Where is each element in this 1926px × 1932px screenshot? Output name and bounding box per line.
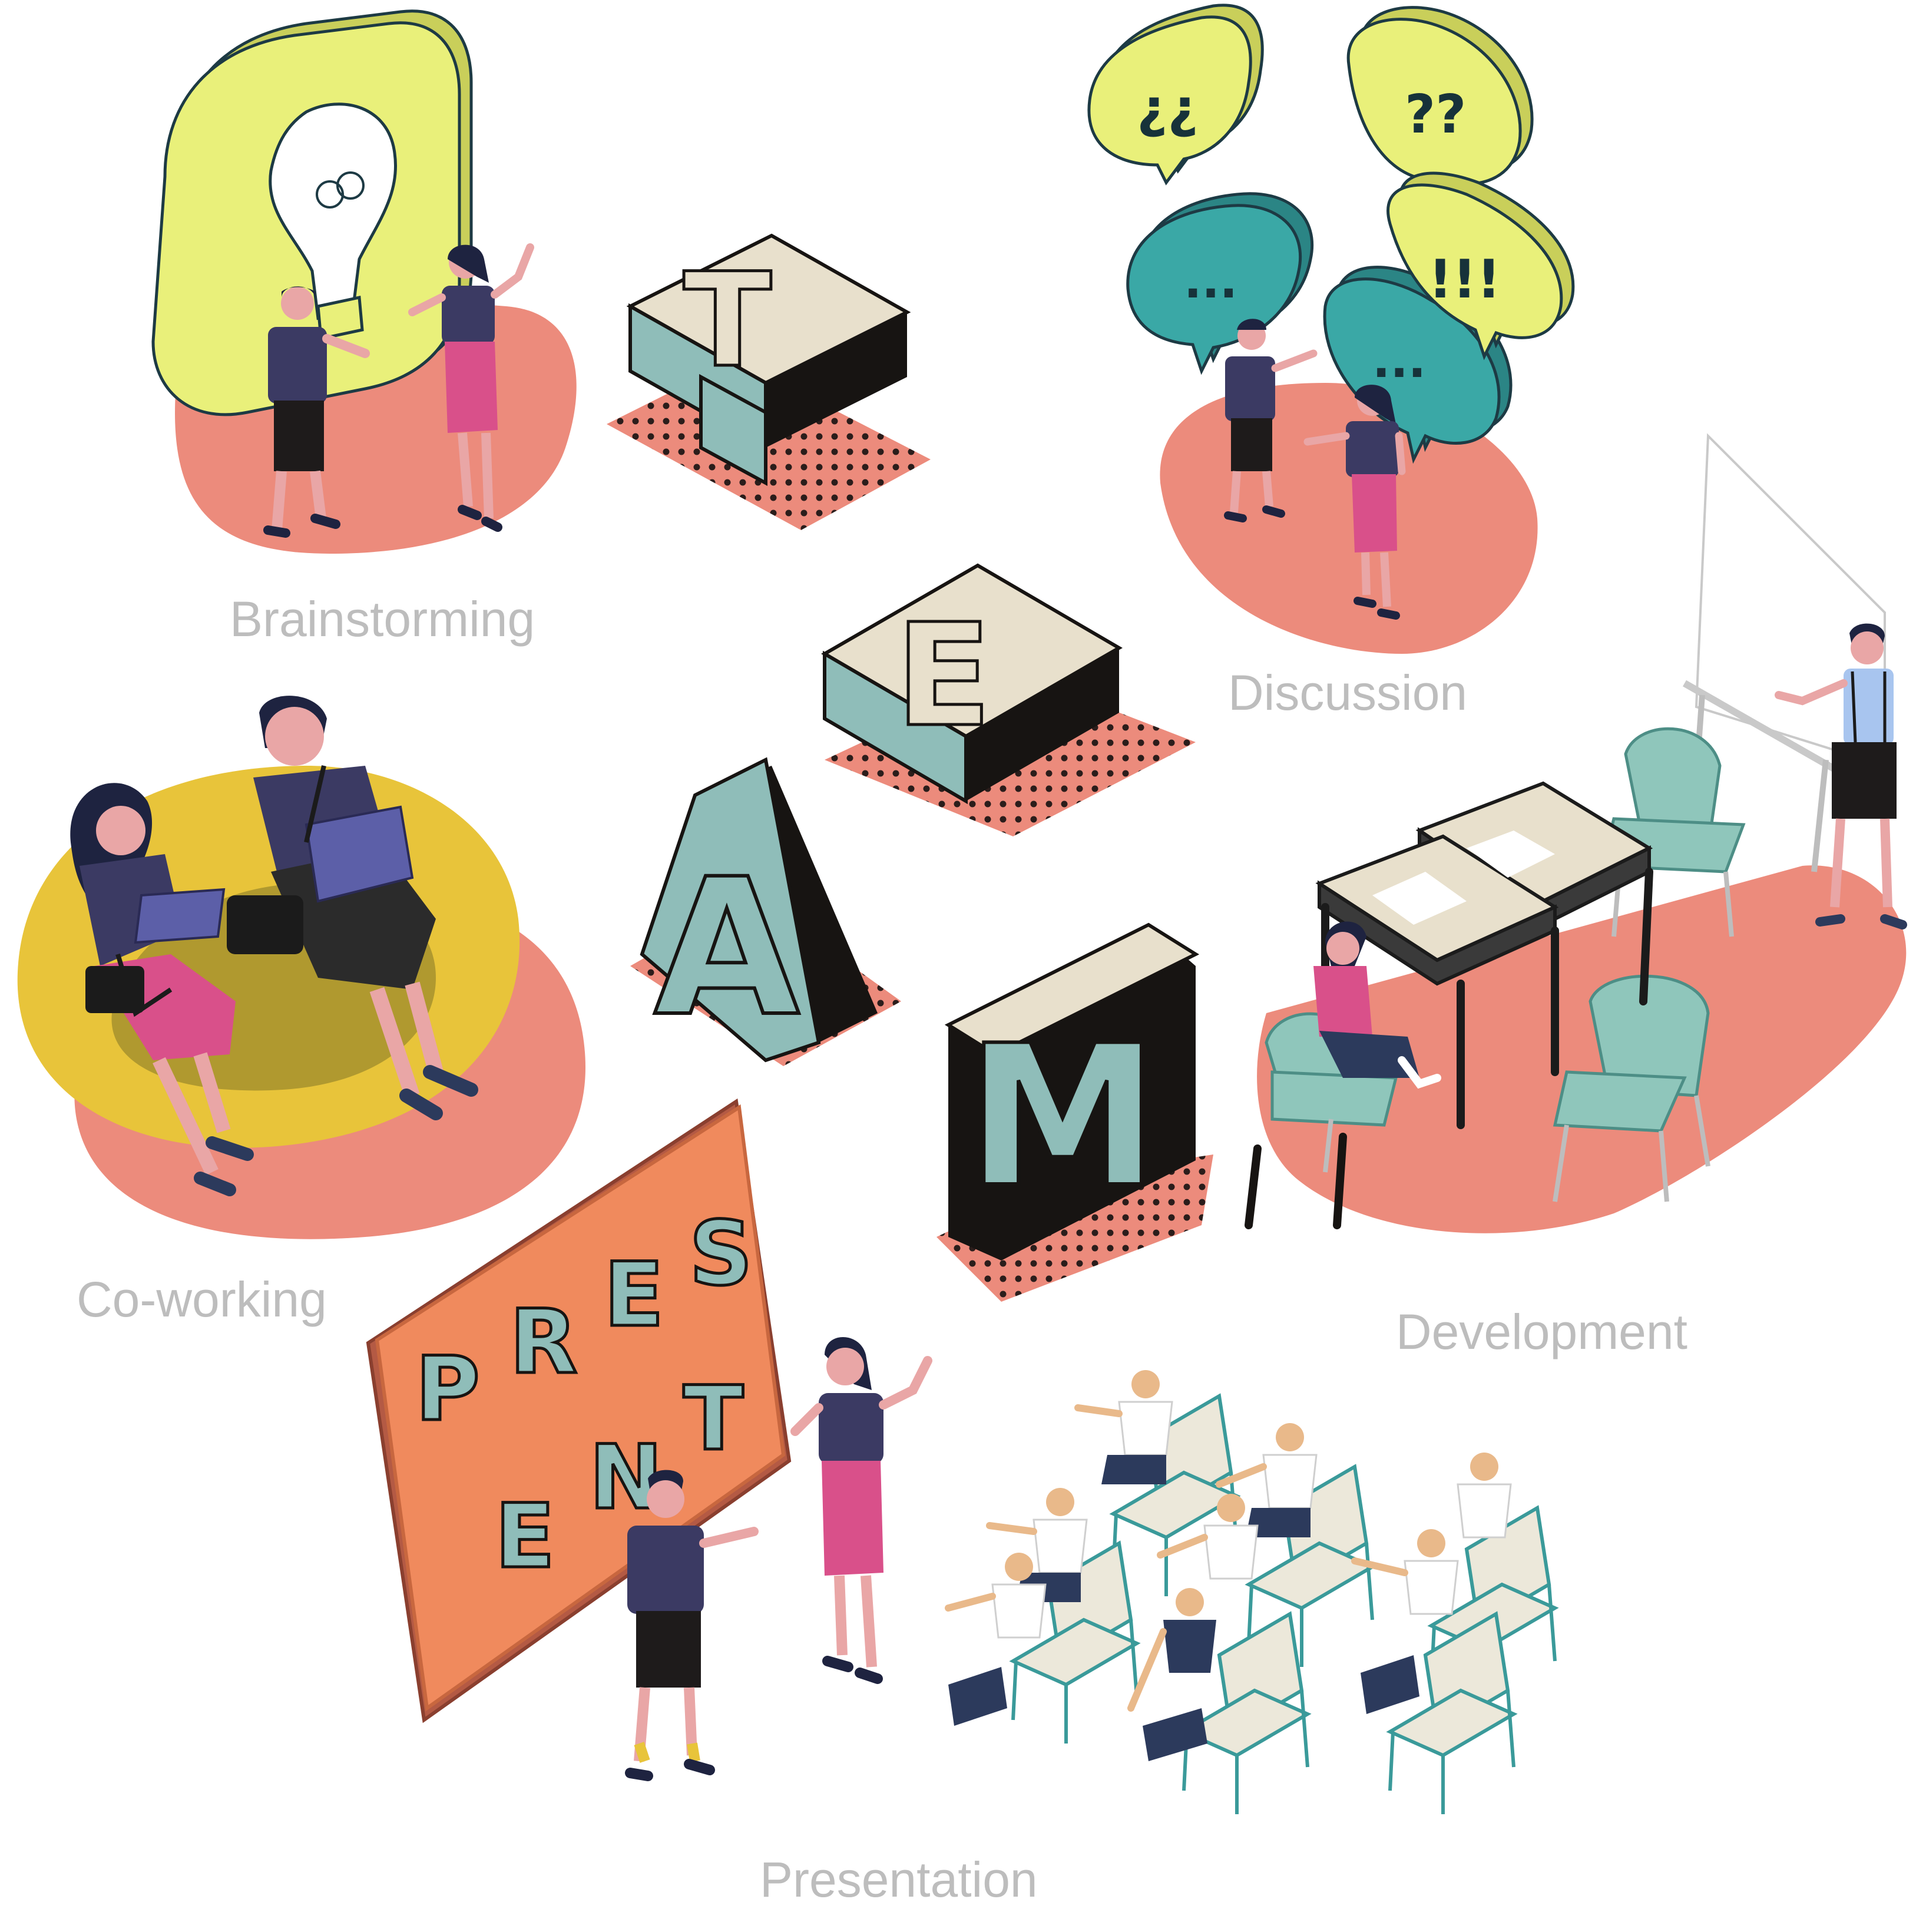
woman-coworking [70,783,254,1196]
letter-e-block: E [821,563,1196,836]
presentation-label: Presentation [760,1852,1038,1907]
bubble-text-5: !!! [1428,249,1501,310]
brainstorming-scene: Brainstorming [151,9,577,647]
man-brainstorming [263,286,370,538]
letter-a-block: A [630,757,901,1066]
chair-icon [1386,1611,1518,1814]
board-letter-e2: E [495,1486,555,1588]
audience-member [945,1553,1047,1726]
letter-m-block: M [936,922,1347,1302]
board-letter-n: N [589,1427,663,1529]
woman-discussion [1303,385,1406,620]
letter-t-block: T [607,233,931,530]
brainstorming-label: Brainstorming [230,591,535,647]
bubble-text-2: ?? [1405,84,1466,145]
board-letter-s: S [689,1203,753,1305]
man-coworking [227,696,478,1120]
coworking-label: Co-working [77,1272,327,1327]
speech-bubble-icon: !!! [1386,171,1575,360]
chair-icon [1600,727,1746,937]
coworking-scene: Co-working [17,696,586,1327]
letter-a: A [654,839,801,1058]
audience-member [1216,1423,1318,1537]
presentation-scene: P R E S E N T [366,1098,1559,1907]
board-letter-p: P [415,1338,480,1441]
man-presenter [625,1470,759,1781]
audience-member [1074,1370,1173,1484]
board-letter-r: R [509,1291,578,1394]
presentation-board: P R E S E N T [366,1098,792,1723]
development-floor [1257,865,1907,1233]
development-scene: Development [1257,433,1907,1359]
discussion-scene: ¿¿ ?? ... ... !!! [1087,4,1575,720]
speech-bubble-icon: ... [1126,192,1314,375]
board-letter-t: T [683,1368,743,1470]
bubble-text-1: ¿¿ [1137,78,1198,140]
audience-member [1351,1529,1459,1714]
discussion-label: Discussion [1228,665,1467,720]
woman-presenter [790,1337,932,1684]
letter-e: E [895,593,992,758]
man-discussion [1224,319,1318,522]
audience [945,1370,1559,1814]
audience-member [1457,1453,1512,1539]
speech-bubble-icon: ?? [1346,6,1534,210]
lightbulb-icon [151,9,473,416]
team-letters: T E A M [607,233,1347,1302]
letter-m: M [966,1004,1159,1230]
girl-development [1313,921,1441,1089]
board-letter-e: E [604,1244,664,1347]
letter-t: T [683,245,772,396]
bubble-text-3: ... [1184,254,1237,309]
chair-icon [1180,1611,1312,1814]
chair-icon [1553,974,1710,1202]
man-development [1775,623,1907,929]
development-label: Development [1396,1304,1687,1359]
desk-icon [1315,781,1653,1129]
speech-bubble-icon: ¿¿ [1087,4,1264,186]
audience-member [1157,1494,1259,1580]
bubble-text-4: ... [1372,333,1426,388]
audience-member [1127,1588,1216,1761]
woman-brainstorming [408,243,534,532]
